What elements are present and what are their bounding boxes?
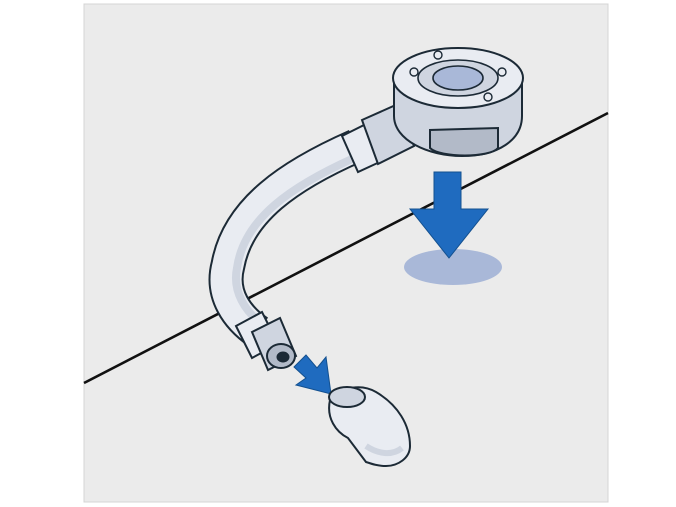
drain-body-icon bbox=[392, 47, 524, 158]
arrow-down-icon bbox=[408, 171, 490, 259]
hose-coupling-lower bbox=[234, 310, 298, 372]
floor-hole-icon bbox=[404, 249, 502, 285]
arrow-diagonal-icon bbox=[293, 354, 332, 395]
elbow-pipe-icon bbox=[328, 386, 412, 468]
flexible-hose-icon bbox=[208, 129, 364, 347]
floor-edge-line bbox=[83, 111, 609, 385]
